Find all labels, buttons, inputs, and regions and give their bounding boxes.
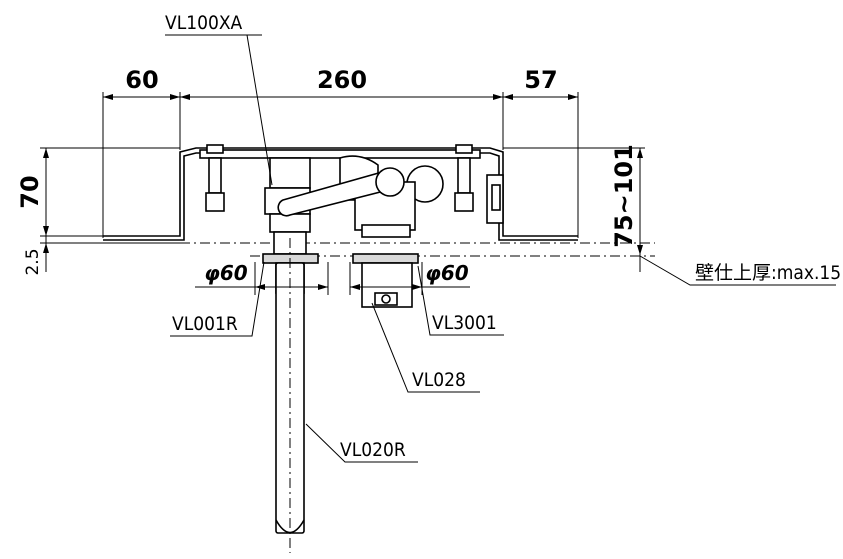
label-vl001r: VL001R bbox=[170, 261, 265, 337]
right-dimension: 75~101 bbox=[503, 144, 645, 272]
flange-right bbox=[352, 253, 419, 308]
label-part-right: VL3001 bbox=[432, 312, 497, 334]
dim-depth-range: 75~101 bbox=[610, 144, 638, 248]
left-dimension: 70 2.5 bbox=[16, 147, 180, 276]
dia-left-dim: φ60 bbox=[195, 261, 329, 295]
label-vl100xa: VL100XA bbox=[165, 12, 273, 186]
dim-dia-right: φ60 bbox=[425, 261, 469, 285]
dia-right-dim: φ60 bbox=[349, 261, 470, 295]
spout bbox=[275, 238, 305, 553]
label-spout: VL020R bbox=[340, 439, 406, 461]
bolt-left bbox=[205, 144, 225, 212]
dim-left-width: 60 bbox=[125, 66, 158, 94]
top-dimension: 60 260 57 bbox=[102, 66, 579, 238]
label-vl020r: VL020R bbox=[305, 423, 418, 463]
label-vl028: VL028 bbox=[371, 302, 480, 393]
label-wall-thickness: 壁仕上厚:max.15 bbox=[695, 262, 841, 284]
label-part-cap: VL028 bbox=[412, 369, 466, 391]
label-valve-top: VL100XA bbox=[165, 12, 243, 34]
label-flange-left: VL001R bbox=[172, 313, 238, 335]
valve-body bbox=[264, 155, 444, 255]
bolt-right bbox=[454, 144, 474, 212]
dim-right-width: 57 bbox=[524, 66, 557, 94]
label-vl3001: VL3001 bbox=[417, 265, 504, 336]
dim-height: 70 bbox=[16, 175, 44, 208]
dim-center-width: 260 bbox=[317, 66, 367, 94]
label-wall: 壁仕上厚:max.15 bbox=[639, 255, 841, 286]
dim-offset: 2.5 bbox=[23, 248, 43, 275]
dim-dia-left: φ60 bbox=[204, 261, 248, 285]
